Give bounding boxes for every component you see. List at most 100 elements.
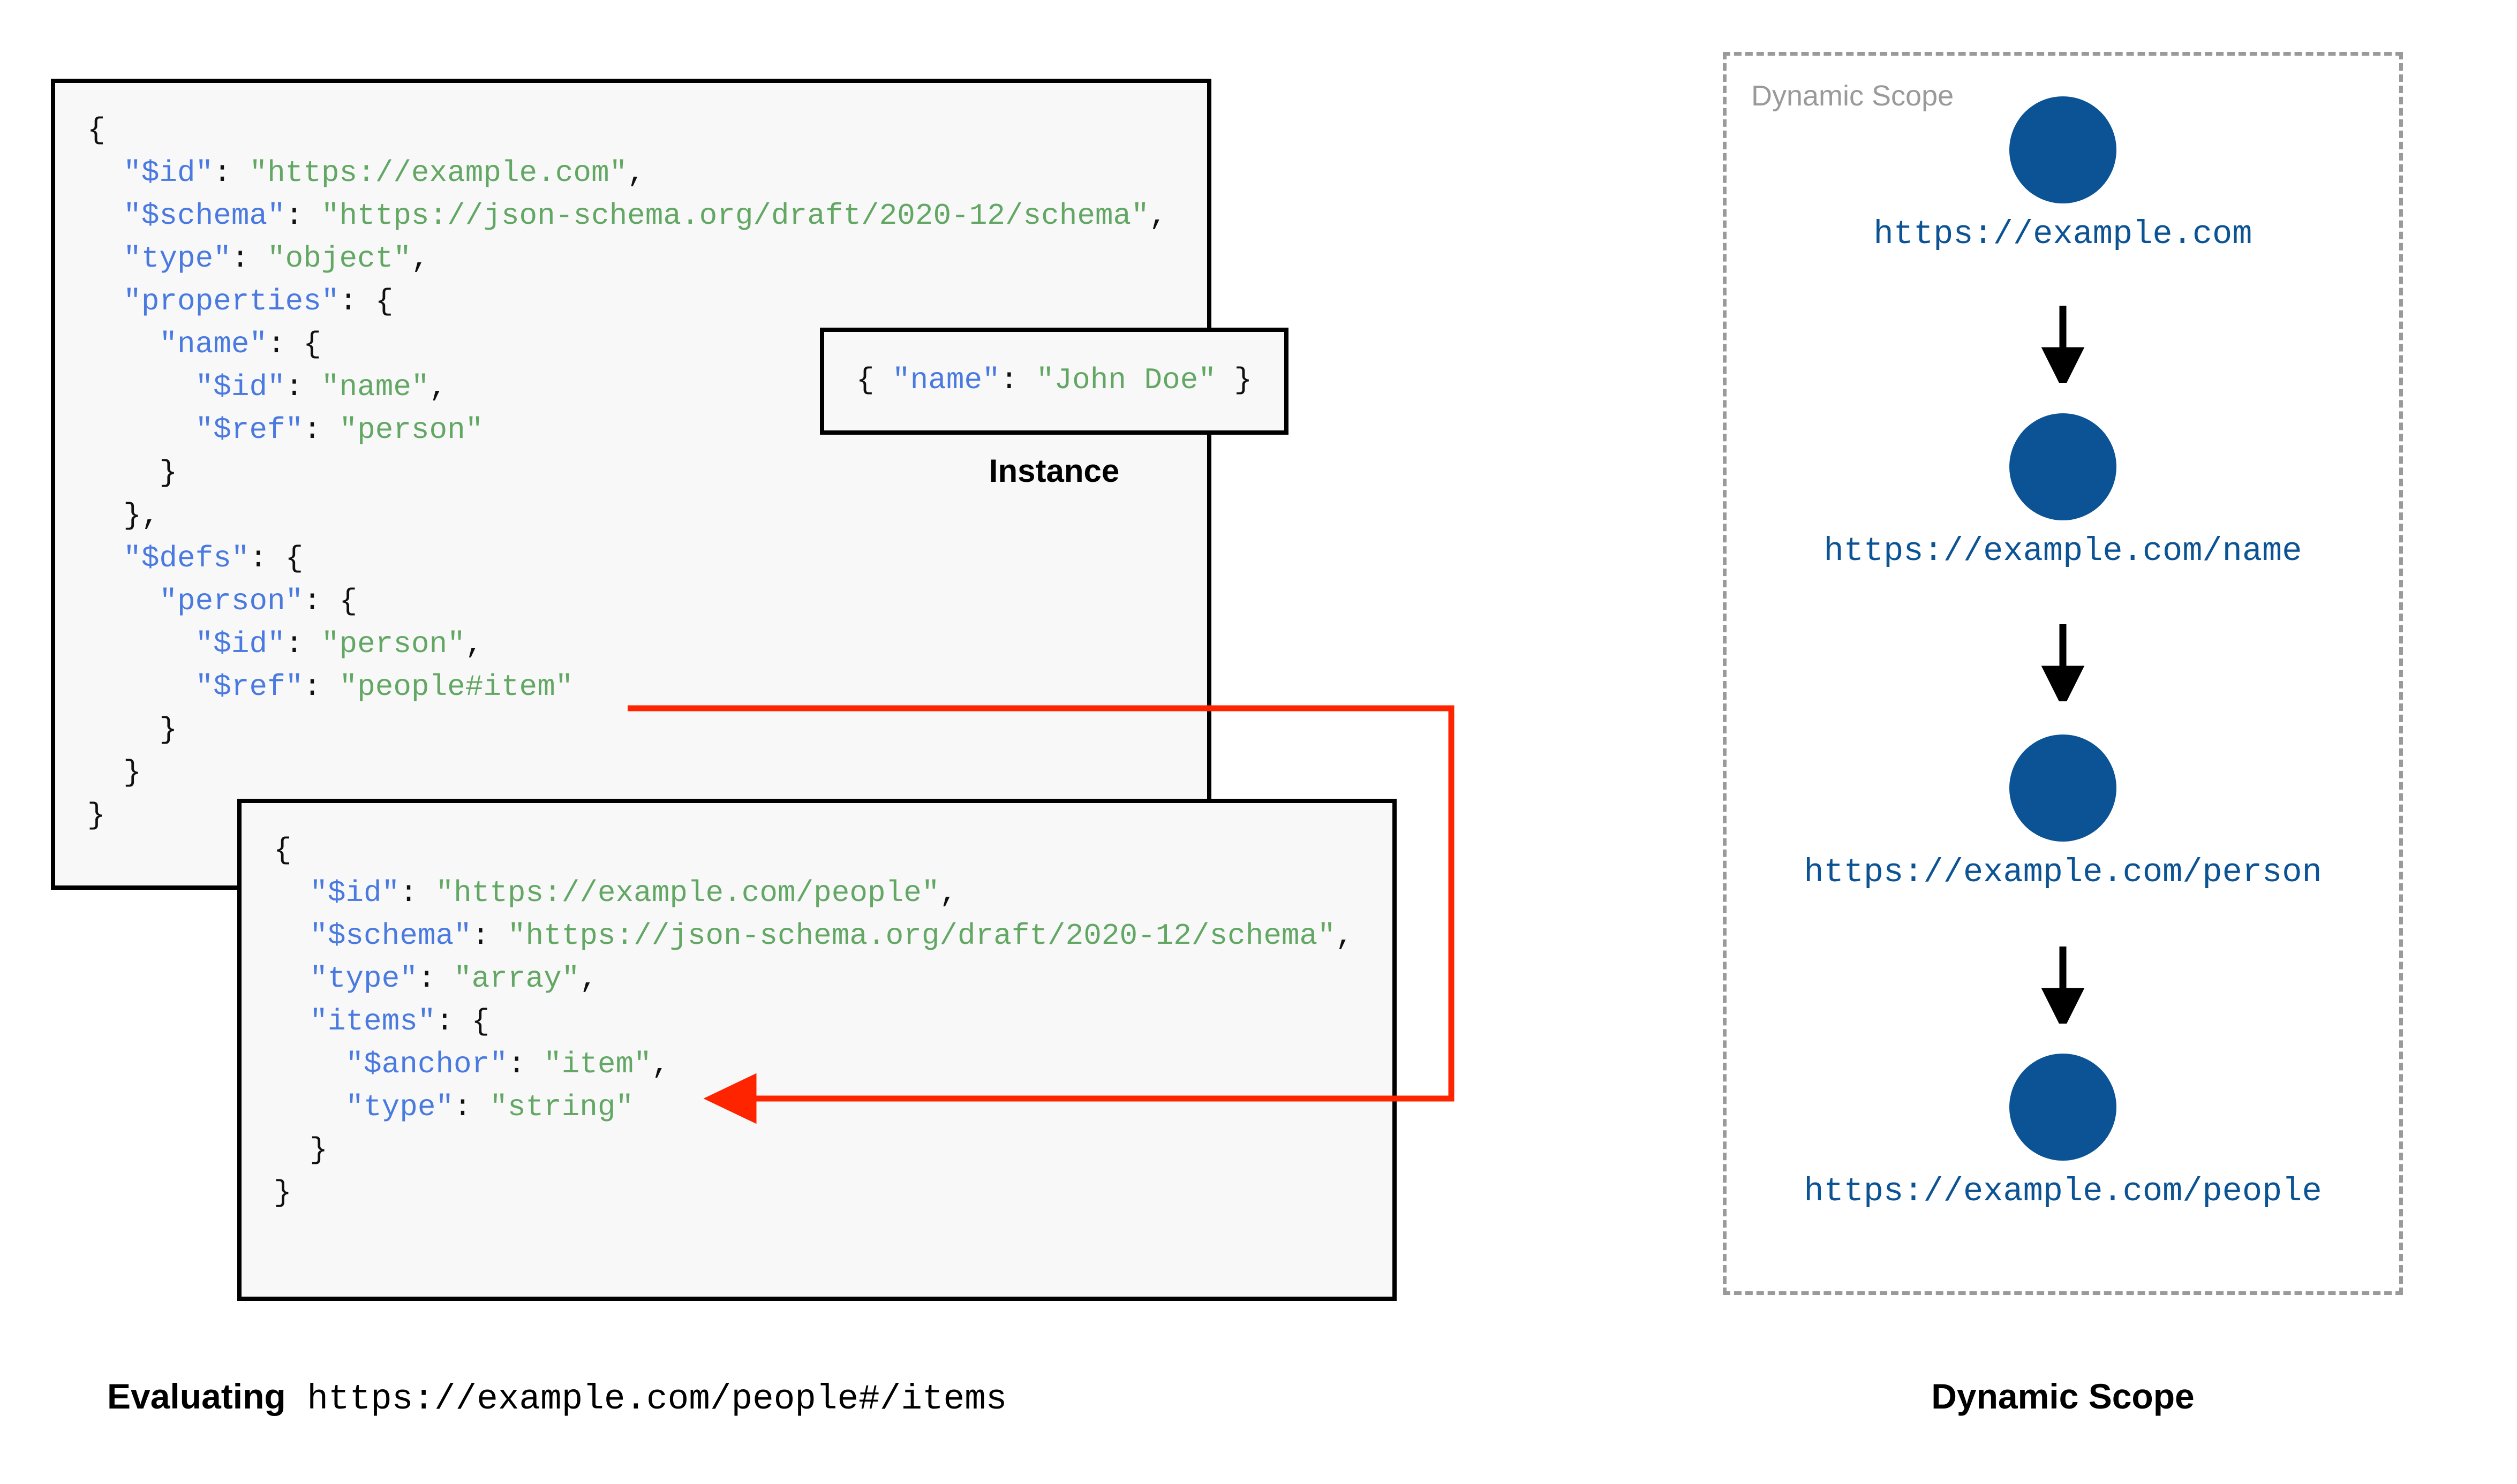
code-token: "https://example.com/people" [435, 876, 940, 910]
code-token: , [627, 156, 645, 190]
code-token: "name" [321, 370, 429, 404]
code-token: : [285, 199, 321, 233]
code-token: "$schema" [123, 199, 285, 233]
code-line: "type": "object", [87, 237, 1167, 280]
code-token: "type" [345, 1090, 454, 1124]
code-token: "person" [159, 584, 304, 618]
code-indent [87, 370, 195, 404]
code-token: "properties" [123, 284, 340, 319]
code-token: { [87, 113, 105, 147]
code-token: , [465, 627, 484, 661]
code-token: : [454, 1090, 490, 1124]
evaluating-caption-uri: https://example.com/people#/items [285, 1379, 1007, 1419]
code-indent [87, 755, 123, 790]
code-token: : [471, 919, 508, 953]
scope-down-arrow-icon [1723, 302, 2403, 391]
code-token: "John Doe" [1036, 363, 1216, 397]
dynamic-scope-panel-label: Dynamic Scope [1751, 80, 1954, 112]
code-token: } [310, 1133, 328, 1167]
code-line: "$anchor": "item", [274, 1043, 1353, 1086]
code-token: "$defs" [123, 541, 250, 576]
code-token: "string" [489, 1090, 634, 1124]
scope-node: https://example.com [1723, 96, 2403, 253]
code-token: } [274, 1176, 292, 1210]
code-line: } [87, 794, 1167, 837]
code-indent [274, 1090, 345, 1124]
code-token: : [213, 156, 250, 190]
code-line: } [274, 1171, 1353, 1214]
main-schema-code: { "$id": "https://example.com", "$schema… [87, 109, 1167, 837]
code-token: "person" [339, 413, 484, 447]
code-line: "name": { [87, 323, 1167, 366]
code-token: "$ref" [195, 413, 304, 447]
code-token: "object" [267, 241, 411, 276]
code-token: "$id" [195, 627, 285, 661]
code-token: , [579, 961, 598, 996]
code-indent [87, 498, 123, 533]
code-indent [87, 456, 159, 490]
code-token: "$id" [123, 156, 214, 190]
scope-down-arrow-icon [1723, 943, 2403, 1032]
code-line: "items": { [274, 1000, 1353, 1043]
code-token: , [411, 241, 429, 276]
code-token: } [87, 798, 105, 832]
code-indent [87, 670, 195, 704]
code-token: : [303, 413, 340, 447]
code-indent [87, 241, 123, 276]
instance-caption: Instance [989, 453, 1120, 489]
code-indent [274, 919, 310, 953]
code-token: : { [303, 584, 358, 618]
scope-node: https://example.com/name [1723, 413, 2403, 570]
people-schema-code: { "$id": "https://example.com/people", "… [274, 829, 1353, 1214]
code-indent [274, 876, 310, 910]
code-token: , [429, 370, 448, 404]
code-token: : { [435, 1004, 490, 1039]
code-token: : [231, 241, 268, 276]
code-token: "$ref" [195, 670, 304, 704]
code-indent [87, 199, 123, 233]
code-indent [87, 413, 195, 447]
scope-node-circle-icon [2009, 96, 2116, 203]
code-line: "$ref": "people#item" [87, 665, 1167, 708]
code-token: : { [267, 327, 321, 361]
code-indent [274, 961, 310, 996]
code-token: "type" [123, 241, 231, 276]
code-token: } [159, 713, 178, 747]
code-indent [274, 1133, 310, 1167]
code-indent [87, 284, 123, 319]
code-line: "$defs": { [87, 537, 1167, 580]
code-token: , [1335, 919, 1354, 953]
code-indent [87, 541, 123, 576]
code-token: "person" [321, 627, 465, 661]
code-token: : [400, 876, 436, 910]
code-token: } [1216, 363, 1253, 397]
evaluating-caption-bold: Evaluating [107, 1376, 286, 1416]
code-token: , [651, 1047, 670, 1081]
code-line: } [87, 708, 1167, 751]
code-token: "type" [310, 961, 418, 996]
dynamic-scope-caption: Dynamic Scope [1931, 1376, 2195, 1416]
code-line: "$id": "person", [87, 623, 1167, 665]
code-indent [274, 1004, 310, 1039]
code-token: } [159, 456, 178, 490]
code-line: "$schema": "https://json-schema.org/draf… [87, 194, 1167, 237]
code-indent [87, 627, 195, 661]
code-indent [87, 713, 159, 747]
code-line: "properties": { [87, 280, 1167, 323]
code-token: : [285, 370, 321, 404]
code-indent [87, 156, 123, 190]
code-line: } [87, 751, 1167, 794]
code-token: : [417, 961, 454, 996]
code-line: } [87, 451, 1167, 494]
code-token: "$id" [310, 876, 400, 910]
code-token: "items" [310, 1004, 436, 1039]
code-token: "https://json-schema.org/draft/2020-12/s… [321, 199, 1149, 233]
code-line: "$id": "https://example.com/people", [274, 872, 1353, 914]
people-schema-box: { "$id": "https://example.com/people", "… [237, 799, 1397, 1301]
code-line: }, [87, 494, 1167, 537]
code-token: : [285, 627, 321, 661]
code-line: { [87, 109, 1167, 152]
code-token: "people#item" [339, 670, 574, 704]
code-indent [87, 584, 159, 618]
